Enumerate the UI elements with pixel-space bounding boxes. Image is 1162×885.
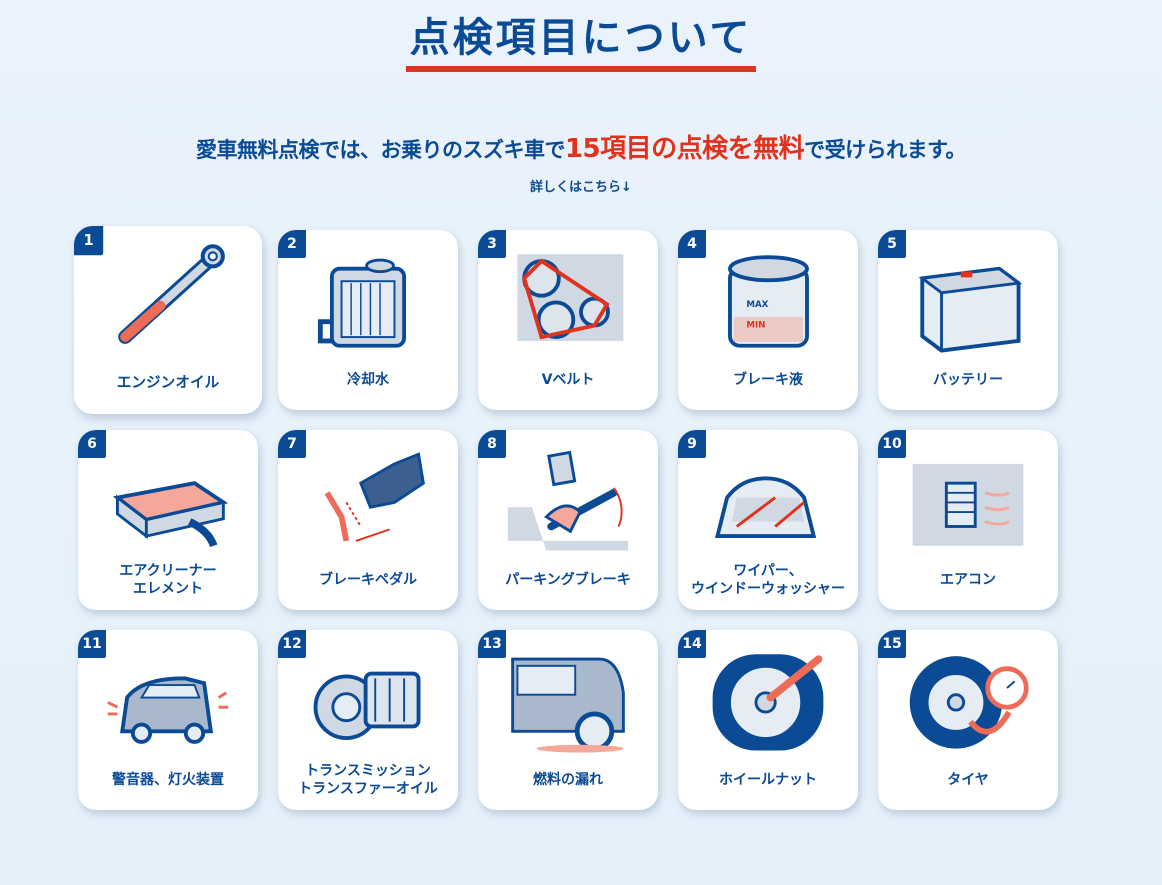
svg-text:MAX: MAX <box>746 300 768 310</box>
tire-icon <box>909 656 1029 749</box>
item-number-badge: 14 <box>678 630 706 658</box>
radiator-icon <box>317 258 407 348</box>
dipstick-icon <box>118 244 225 344</box>
brake-pedal-icon <box>324 452 425 542</box>
item-number-badge: 9 <box>678 430 706 458</box>
inspection-item-card[interactable]: 1 エンジンオイル <box>73 225 263 415</box>
air-conditioner-icon <box>912 463 1024 546</box>
item-label: エンジンオイル <box>116 374 220 391</box>
item-label: 警音器、灯火装置 <box>112 771 224 788</box>
item-number-badge: 10 <box>878 430 906 458</box>
inspection-item-card[interactable]: 3 Vベルト <box>478 230 658 410</box>
lead-before: 愛車無料点検では、お乗りのスズキ車で <box>195 138 566 162</box>
page-title: 点検項目について <box>405 16 757 72</box>
inspection-item-card[interactable]: 15 タイヤ <box>878 630 1058 810</box>
svg-text:MIN: MIN <box>746 320 765 330</box>
battery-icon <box>918 266 1023 353</box>
item-label: ホイールナット <box>719 771 817 788</box>
item-label: エアコン <box>940 571 996 588</box>
inspection-item-card[interactable]: 12 トランスミッション トランスファーオイル <box>278 630 458 810</box>
parking-brake-icon <box>507 450 629 551</box>
item-number-badge: 5 <box>878 230 906 258</box>
wheel-nut-icon <box>712 654 824 751</box>
details-link[interactable]: 詳しくはこちら↓ <box>530 180 632 195</box>
item-number-badge: 15 <box>878 630 906 658</box>
item-label: ブレーキペダル <box>319 571 417 588</box>
inspection-item-card[interactable]: 2 冷却水 <box>278 230 458 410</box>
inspection-item-card[interactable]: 5 バッテリー <box>878 230 1058 410</box>
brake-fluid-icon: MAX MIN <box>728 255 809 348</box>
item-number-badge: 7 <box>278 430 306 458</box>
item-number-badge: 12 <box>278 630 306 658</box>
item-number-badge: 6 <box>78 430 106 458</box>
item-label: 燃料の漏れ <box>533 771 603 788</box>
car-lights-icon <box>107 676 229 744</box>
lead-highlight: 15項目の点検を無料 <box>564 134 805 164</box>
item-label: エアクリーナー エレメント <box>119 562 217 597</box>
fuel-leak-icon <box>511 657 625 753</box>
inspection-item-card[interactable]: 9 ワイパー、 ウインドーウォッシャー <box>678 430 858 610</box>
item-number-badge: 3 <box>478 230 506 258</box>
item-number-badge: 1 <box>73 225 104 256</box>
inspection-item-card[interactable]: 6 エアクリーナー エレメント <box>78 430 258 610</box>
inspection-item-card[interactable]: 8 パーキングブレーキ <box>478 430 658 610</box>
item-number-badge: 4 <box>678 230 706 258</box>
lead-text: 愛車無料点検では、お乗りのスズキ車で15項目の点検を無料で受けられます。 <box>0 128 1162 165</box>
item-label: ブレーキ液 <box>733 371 803 388</box>
air-filter-icon <box>112 481 229 548</box>
item-number-badge: 11 <box>78 630 106 658</box>
inspection-item-card[interactable]: 14 ホイールナット <box>678 630 858 810</box>
inspection-item-card[interactable]: 10 エアコン <box>878 430 1058 610</box>
section-header: 点検項目について <box>0 16 1162 72</box>
item-number-badge: 8 <box>478 430 506 458</box>
inspection-item-card[interactable]: 7 ブレーキペダル <box>278 430 458 610</box>
item-label: 冷却水 <box>347 371 389 388</box>
lead-after: で受けられます。 <box>804 138 967 162</box>
item-label: バッテリー <box>933 371 1003 388</box>
item-label: ワイパー、 ウインドーウォッシャー <box>691 562 845 597</box>
transmission-icon <box>313 671 421 740</box>
item-label: タイヤ <box>947 771 989 788</box>
item-number-badge: 2 <box>278 230 306 258</box>
item-number-badge: 13 <box>478 630 506 658</box>
item-label: トランスミッション トランスファーオイル <box>298 762 438 797</box>
inspection-item-card[interactable]: 4 MAX MIN ブレーキ液 <box>678 230 858 410</box>
v-belt-icon <box>517 254 624 341</box>
inspection-item-card[interactable]: 13 燃料の漏れ <box>478 630 658 810</box>
inspection-item-card[interactable]: 11 警音器、灯火装置 <box>78 630 258 810</box>
item-label: Vベルト <box>541 371 595 388</box>
item-label: パーキングブレーキ <box>505 571 631 588</box>
wiper-icon <box>714 476 817 539</box>
